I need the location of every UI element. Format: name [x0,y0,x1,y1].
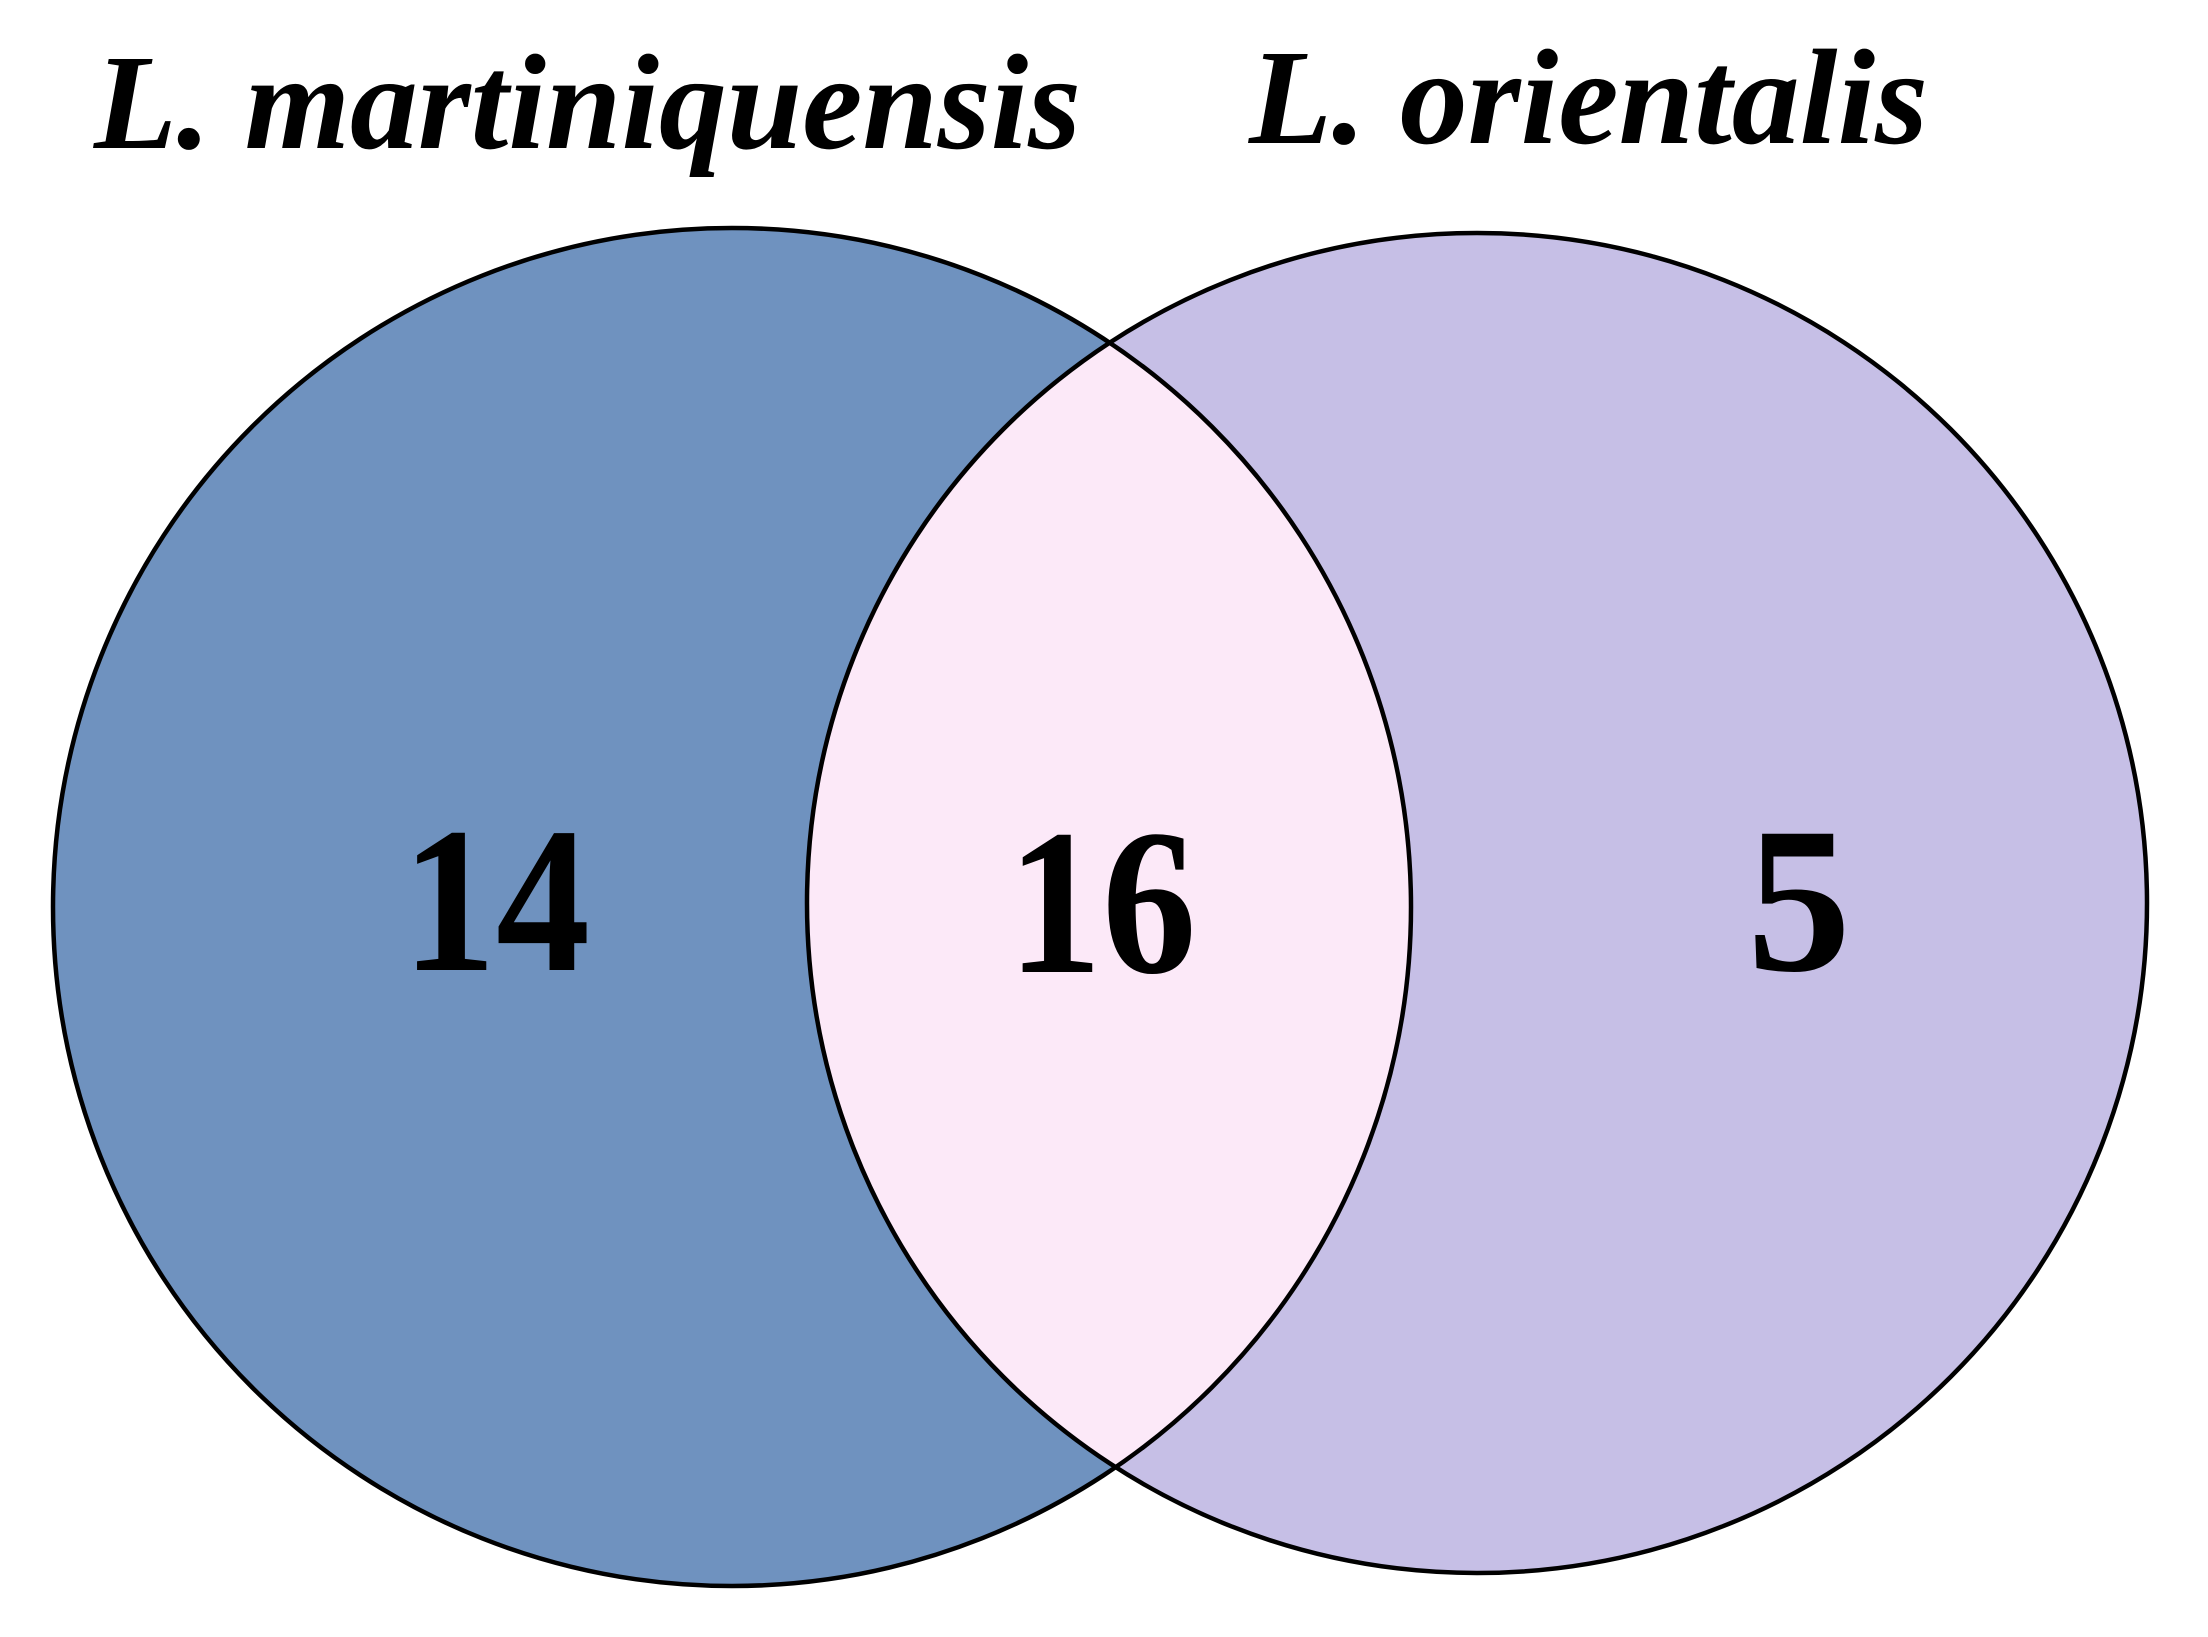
count-left-only: 14 [402,785,590,1015]
overlap-region [807,233,1411,1573]
count-intersection: 16 [1008,787,1197,1017]
set-label-right: L. orientalis [1248,23,1928,173]
count-right-only: 5 [1747,785,1851,1015]
set-circle-right-outline [804,230,2150,1576]
set-label-left: L. martiniquensis [93,28,1081,178]
set-circle-left-outline [50,225,1414,1589]
